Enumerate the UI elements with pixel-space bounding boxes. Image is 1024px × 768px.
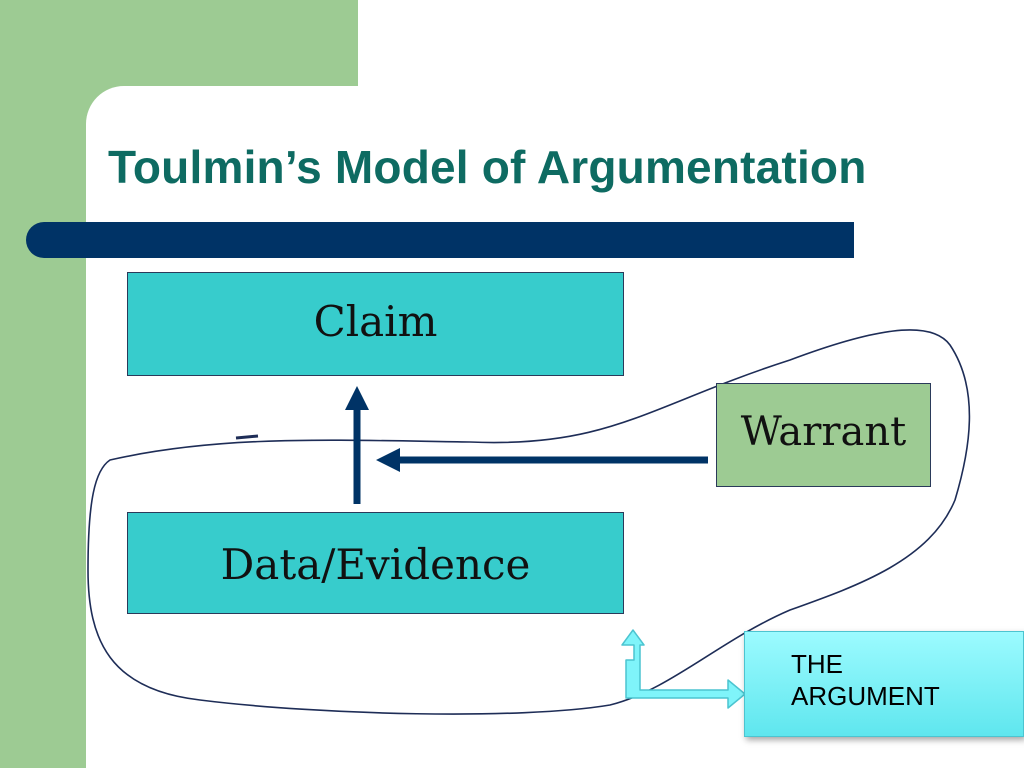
data-evidence-box: Data/Evidence bbox=[127, 512, 624, 614]
argument-label-line2: ARGUMENT bbox=[791, 681, 940, 711]
data-evidence-label: Data/Evidence bbox=[220, 539, 531, 589]
data-to-claim-arrowhead bbox=[345, 386, 369, 410]
slide-title: Toulmin’s Model of Argumentation bbox=[108, 141, 867, 193]
warrant-arrowhead bbox=[376, 448, 400, 472]
claim-label: Claim bbox=[313, 296, 438, 346]
claim-box: Claim bbox=[127, 272, 624, 376]
argument-enclosure-loop bbox=[87, 329, 971, 715]
the-argument-callout: THE ARGUMENT bbox=[744, 631, 1024, 737]
callout-bent-arrow bbox=[621, 629, 746, 709]
warrant-label: Warrant bbox=[740, 409, 907, 455]
warrant-box: Warrant bbox=[716, 383, 931, 487]
argument-label-line1: THE bbox=[791, 649, 843, 679]
title-underline-bar bbox=[26, 222, 854, 258]
